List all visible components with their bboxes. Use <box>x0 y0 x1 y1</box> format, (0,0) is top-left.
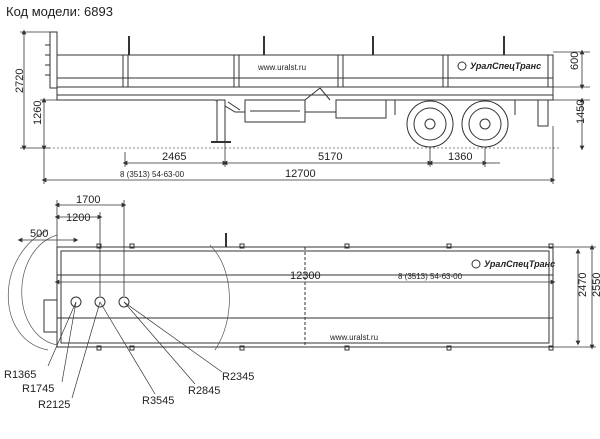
wheel-rear <box>461 100 509 148</box>
front-bulkhead <box>45 31 58 89</box>
stakes <box>128 36 505 55</box>
model-code-label: Код модели: 6893 <box>6 4 113 19</box>
kingpin-marks <box>70 296 130 308</box>
radius-r2345: R2345 <box>222 371 254 383</box>
radius-r3545: R3545 <box>142 395 174 407</box>
top-dimension-labels: 1700 1200 500 12300 8 (3513) 54-63-00 24… <box>30 194 600 297</box>
radius-labels: R1365 R1745 R2125 R3545 R2845 R2345 <box>4 369 254 411</box>
dim-leg-to-axle: 5170 <box>318 151 342 163</box>
dim-1200: 1200 <box>66 212 90 224</box>
dim-platform-height: 1260 <box>32 101 44 125</box>
dim-axle-spacing: 1360 <box>448 151 472 163</box>
rear-bracket <box>537 99 549 127</box>
radius-r1365: R1365 <box>4 369 36 381</box>
dim-length-total: 12700 <box>285 168 316 180</box>
frame <box>56 87 554 123</box>
side-brand-logo: УралСпецТранс <box>457 61 541 71</box>
radius-r2845: R2845 <box>188 385 220 397</box>
wheel-front <box>406 100 454 148</box>
radius-r1745: R1745 <box>22 383 54 395</box>
dim-kingpin-to-leg: 2465 <box>162 151 186 163</box>
top-dimensions <box>17 200 596 350</box>
side-model-code: 8 (3513) 54-63-00 <box>120 170 185 179</box>
top-model-code: 8 (3513) 54-63-00 <box>398 272 463 281</box>
dim-outer-width: 2550 <box>591 273 600 297</box>
radius-r2125: R2125 <box>38 399 70 411</box>
top-brand-logo: УралСпецТранс <box>471 259 555 269</box>
radius-leaders <box>47 301 223 399</box>
side-dimensions <box>20 29 590 184</box>
dim-deck-height: 1450 <box>575 100 587 124</box>
dim-1700: 1700 <box>76 194 100 206</box>
side-board <box>56 54 554 88</box>
dim-500: 500 <box>30 228 48 240</box>
top-website: www.uralst.ru <box>329 333 378 342</box>
side-view <box>45 31 560 149</box>
landing-leg <box>211 99 241 143</box>
dim-deck-length: 12300 <box>290 270 321 282</box>
stake-pockets <box>96 243 554 351</box>
dim-side-height: 600 <box>569 52 581 70</box>
side-website: www.uralst.ru <box>257 63 306 72</box>
side-dimension-labels: 2720 1260 600 1450 2465 5170 1360 8 (351… <box>14 52 587 180</box>
front-step <box>43 299 58 333</box>
svg-text:УралСпецТранс: УралСпецТранс <box>484 259 555 269</box>
top-view <box>8 229 554 399</box>
dim-inner-width: 2470 <box>577 273 589 297</box>
svg-text:УралСпецТранс: УралСпецТранс <box>470 61 541 71</box>
dim-height-total: 2720 <box>14 69 26 93</box>
